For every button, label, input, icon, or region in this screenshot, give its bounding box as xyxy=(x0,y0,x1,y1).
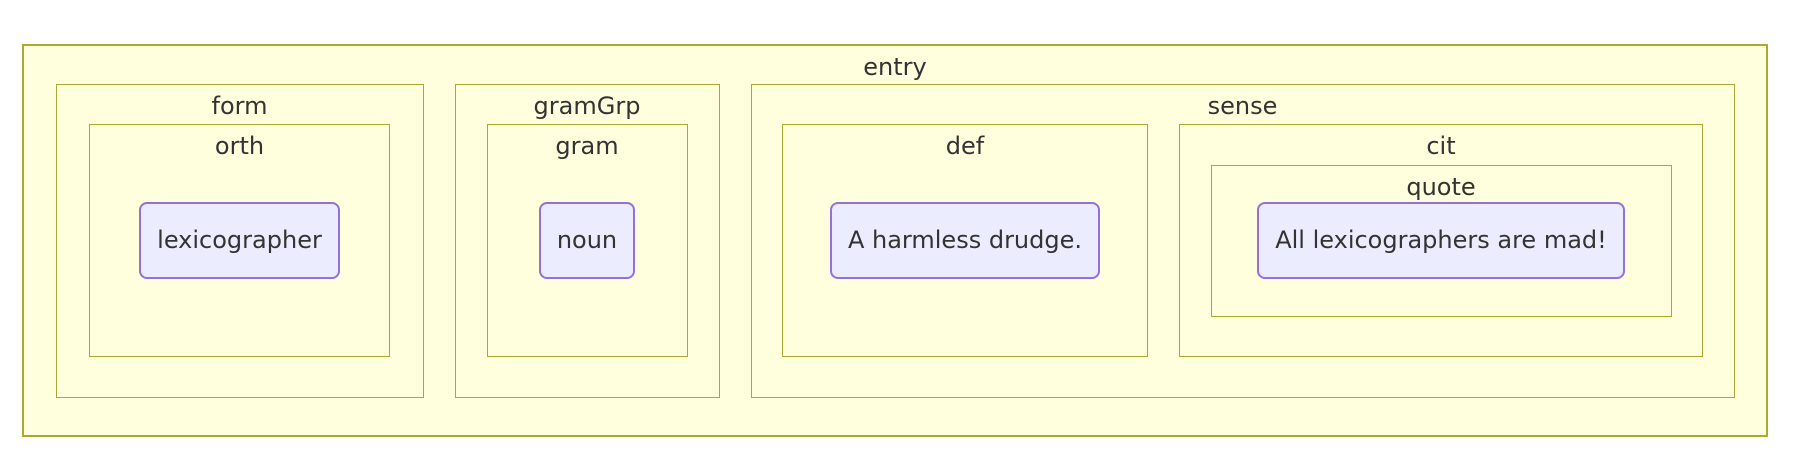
entry-label: entry xyxy=(863,53,927,81)
sense-cluster: sense def A harmless drudge. cit quote A… xyxy=(750,83,1735,398)
form-label: form xyxy=(211,91,268,120)
gramgrp-cluster: gramGrp gram noun xyxy=(454,83,720,398)
form-cluster: form orth lexicographer xyxy=(55,83,424,398)
gram-label: gram xyxy=(555,132,619,160)
orth-label: orth xyxy=(214,132,265,160)
lexicographer-node: lexicographer xyxy=(139,201,340,280)
def-cluster: def A harmless drudge. xyxy=(782,124,1148,357)
entry-cluster: entry form orth lexicographer gramGrp gr… xyxy=(22,44,1768,437)
gramgrp-label: gramGrp xyxy=(533,91,641,120)
cit-label: cit xyxy=(1426,132,1456,160)
gram-cluster: gram noun xyxy=(486,124,688,357)
sense-children-row: def A harmless drudge. cit quote All lex… xyxy=(752,124,1734,357)
noun-node: noun xyxy=(538,201,636,280)
quote-text-node: All lexicographers are mad! xyxy=(1257,201,1625,280)
cit-cluster: cit quote All lexicographers are mad! xyxy=(1179,124,1703,357)
entry-children-row: form orth lexicographer gramGrp gram nou… xyxy=(24,83,1766,398)
orth-cluster: orth lexicographer xyxy=(89,124,390,357)
quote-label: quote xyxy=(1406,172,1476,201)
def-text-node: A harmless drudge. xyxy=(829,201,1101,280)
sense-label: sense xyxy=(1207,91,1278,120)
def-label: def xyxy=(945,132,985,160)
quote-cluster: quote All lexicographers are mad! xyxy=(1210,164,1672,317)
